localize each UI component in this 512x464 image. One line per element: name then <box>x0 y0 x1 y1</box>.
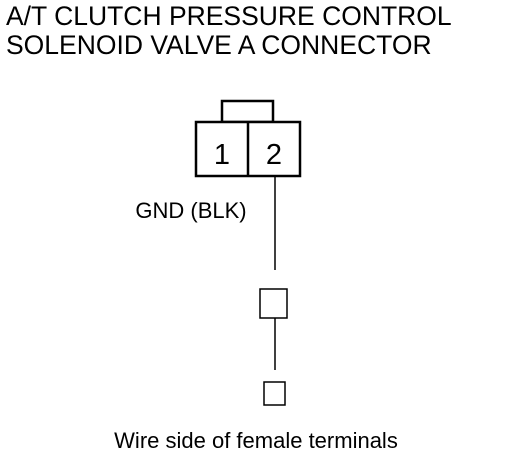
female-terminal-large <box>259 288 288 319</box>
diagram-title: A/T CLUTCH PRESSURE CONTROL SOLENOID VAL… <box>6 2 506 60</box>
female-terminal-small <box>263 381 286 406</box>
pin-2-label: 2 <box>266 139 282 171</box>
title-line-1: A/T CLUTCH PRESSURE CONTROL <box>6 1 452 31</box>
diagram-caption: Wire side of female terminals <box>114 428 398 453</box>
title-line-2: SOLENOID VALVE A CONNECTOR <box>6 30 432 60</box>
connector-lock-tab <box>220 99 275 124</box>
pin-1-label: 1 <box>214 139 230 171</box>
gnd-wire-label: GND (BLK) <box>135 198 246 223</box>
